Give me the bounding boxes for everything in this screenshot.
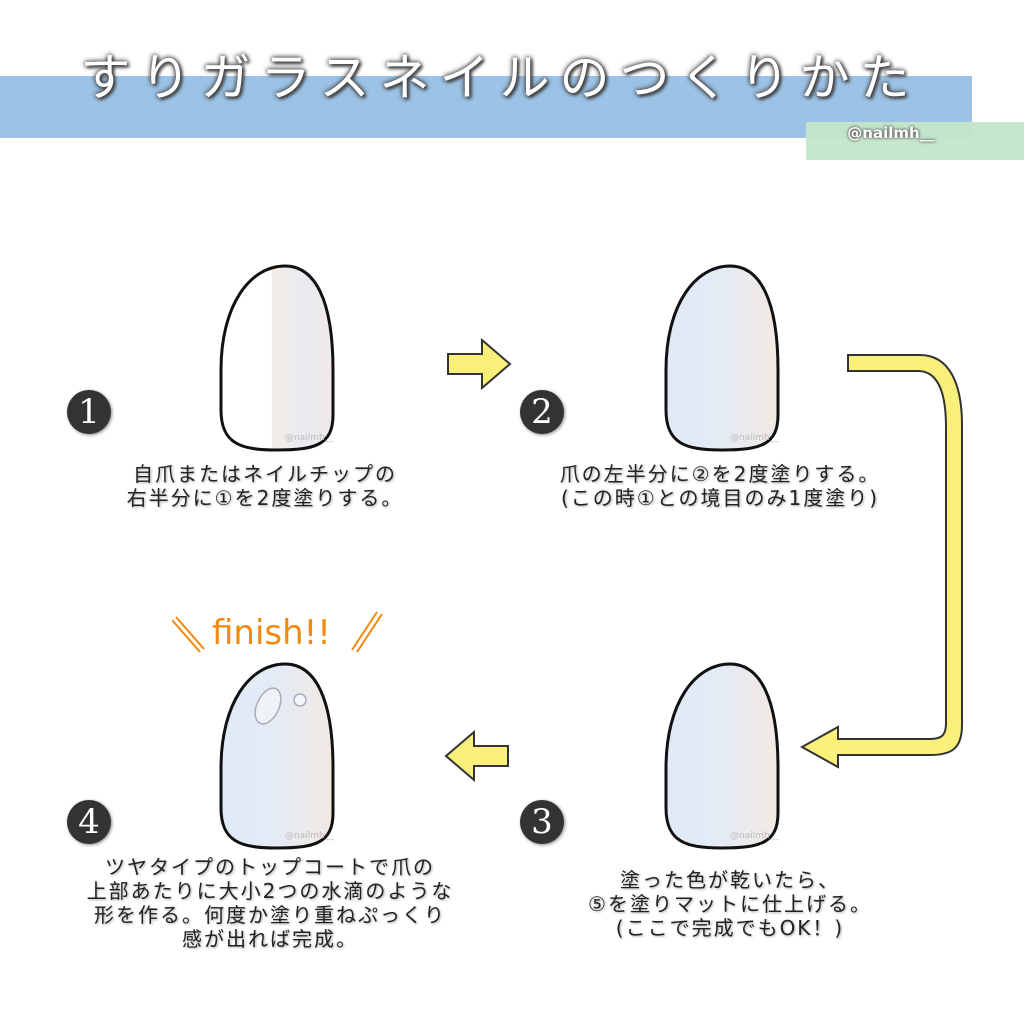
nail-step-1: @nailmh__ bbox=[219, 264, 335, 452]
watermark: @nailmh__ bbox=[730, 433, 779, 443]
step-3-text: 塗った色が乾いたら、 ⑤を塗りマットに仕上げる。 (ここで完成でもOK！) bbox=[530, 868, 930, 940]
page-title: すりガラスネイルのつくりかた bbox=[80, 49, 920, 107]
step-1-text: 自爪またはネイルチップの 右半分に①を2度塗りする。 bbox=[65, 462, 465, 510]
text-line: ツヤタイプのトップコートで爪の bbox=[105, 855, 435, 879]
text-line: ⑤を塗りマットに仕上げる。 bbox=[588, 892, 872, 916]
text-line: 爪の左半分に②を2度塗りする。 bbox=[559, 462, 881, 486]
small-droplet bbox=[293, 693, 307, 707]
large-droplet bbox=[254, 687, 282, 725]
step-4-text: ツヤタイプのトップコートで爪の 上部あたりに大小2つの水滴のような 形を作る。何… bbox=[40, 855, 500, 951]
text-line: 自爪またはネイルチップの bbox=[133, 462, 397, 486]
step-badge-1: 1 bbox=[67, 390, 111, 434]
watermark: @nailmh__ bbox=[285, 831, 334, 841]
finish-text: finish!! bbox=[212, 613, 331, 653]
credit-box bbox=[806, 122, 1024, 160]
credit-handle: @nailmh__ bbox=[847, 124, 935, 142]
sparkle-lines-left bbox=[172, 616, 205, 653]
arrow-left-icon bbox=[444, 729, 509, 783]
text-line: 塗った色が乾いたら、 bbox=[620, 868, 840, 892]
text-line: 形を作る。何度か塗り重ねぷっくり bbox=[94, 903, 446, 927]
sparkle-lines-right bbox=[351, 611, 383, 653]
step-badge-3: 3 bbox=[520, 800, 564, 844]
nail-step-3: @nailmh__ bbox=[664, 662, 780, 850]
step-badge-4: 4 bbox=[67, 800, 111, 844]
watermark: @nailmh__ bbox=[730, 831, 779, 841]
nail-step-2: @nailmh__ bbox=[664, 264, 780, 452]
finish-label: finish!! bbox=[172, 611, 383, 653]
step-badge-2: 2 bbox=[520, 390, 564, 434]
step-2-text: 爪の左半分に②を2度塗りする。 (この時①との境目のみ1度塗り) bbox=[520, 462, 920, 510]
arrow-bent-down-left-icon bbox=[799, 354, 963, 769]
text-line: 右半分に①を2度塗りする。 bbox=[126, 486, 404, 510]
text-line: (この時①との境目のみ1度塗り) bbox=[560, 486, 880, 510]
text-line: (ここで完成でもOK！) bbox=[615, 916, 845, 940]
arrow-right-icon bbox=[447, 337, 512, 391]
nail-step-4: @nailmh__ bbox=[219, 662, 335, 850]
text-line: 上部あたりに大小2つの水滴のような bbox=[86, 879, 454, 903]
text-line: 感が出れば完成。 bbox=[182, 927, 358, 951]
watermark: @nailmh__ bbox=[285, 433, 334, 443]
